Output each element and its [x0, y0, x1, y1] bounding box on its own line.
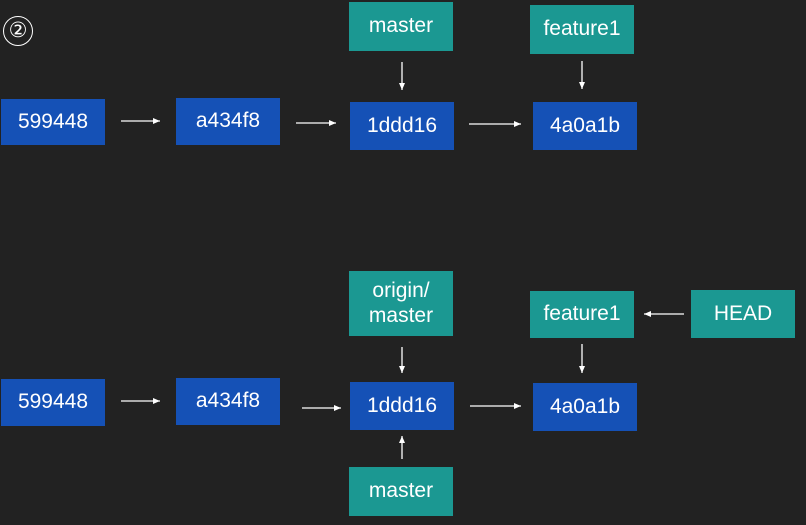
step-number-badge: ②	[3, 16, 33, 46]
top-commit-599448: 599448	[1, 99, 105, 145]
bottom-master-ref-label: master	[368, 479, 434, 503]
bottom-commit-a434f8-label: a434f8	[195, 389, 261, 413]
top-commit-4a0a1b-label: 4a0a1b	[549, 113, 621, 137]
bottom-origin-master-ref-label-line1: origin/	[372, 279, 430, 303]
bottom-feature1-ref: feature1	[530, 291, 634, 338]
top-master-ref: master	[349, 2, 453, 51]
bottom-feature1-ref-label: feature1	[543, 302, 621, 326]
top-commit-4a0a1b: 4a0a1b	[533, 102, 637, 150]
bottom-commit-599448: 599448	[1, 379, 105, 426]
bottom-commit-a434f8: a434f8	[176, 378, 280, 425]
top-master-ref-label: master	[368, 14, 434, 38]
top-commit-1ddd16-label: 1ddd16	[366, 113, 438, 137]
top-feature1-ref: feature1	[530, 5, 634, 54]
bottom-master-ref: master	[349, 467, 453, 516]
bottom-commit-599448-label: 599448	[17, 390, 89, 414]
top-commit-1ddd16: 1ddd16	[350, 102, 454, 150]
bottom-commit-1ddd16: 1ddd16	[350, 382, 454, 430]
top-commit-599448-label: 599448	[17, 109, 89, 133]
bottom-commit-4a0a1b: 4a0a1b	[533, 383, 637, 431]
bottom-head-ref: HEAD	[691, 290, 795, 338]
bottom-head-ref-label: HEAD	[713, 301, 773, 325]
bottom-origin-master-ref: origin/ master	[349, 271, 453, 336]
top-commit-a434f8-label: a434f8	[195, 109, 261, 133]
top-commit-a434f8: a434f8	[176, 98, 280, 145]
top-feature1-ref-label: feature1	[543, 17, 621, 41]
bottom-commit-4a0a1b-label: 4a0a1b	[549, 394, 621, 418]
bottom-commit-1ddd16-label: 1ddd16	[366, 393, 438, 417]
bottom-origin-master-ref-label-line2: master	[368, 303, 434, 327]
